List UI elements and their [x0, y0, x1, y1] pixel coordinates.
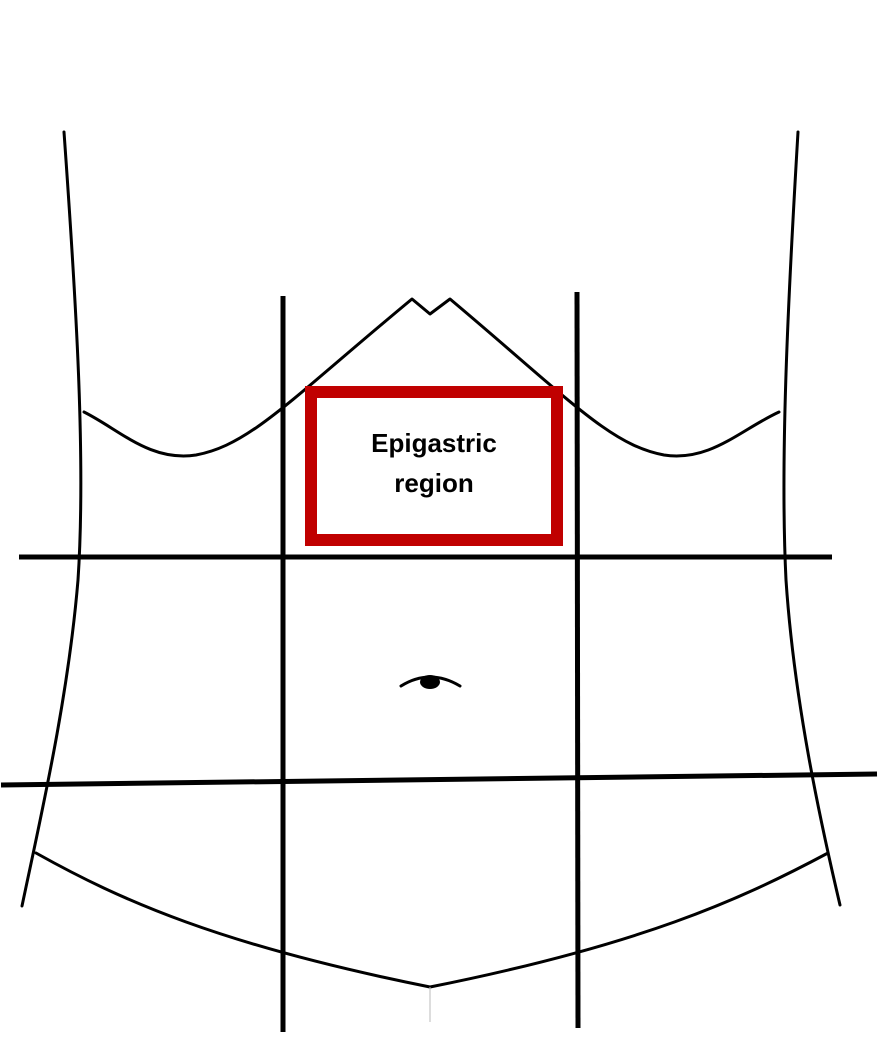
navel-icon — [399, 675, 462, 689]
lower-horizontal-line — [0, 771, 878, 788]
right-torso-outline — [782, 130, 842, 907]
inguinal-line — [34, 851, 830, 989]
left-torso-outline — [20, 130, 83, 908]
epigastric-highlight-box: Epigastric region — [305, 386, 563, 546]
right-vertical-line — [574, 291, 581, 1029]
costal-margin — [82, 297, 781, 458]
region-label: Epigastric region — [371, 428, 497, 498]
